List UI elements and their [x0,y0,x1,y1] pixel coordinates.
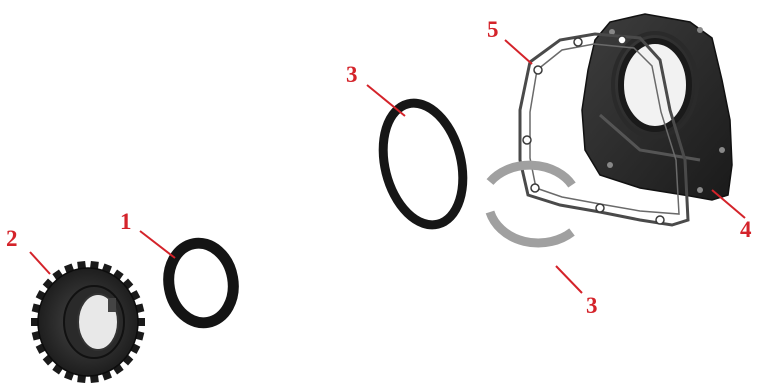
callout-1: 1 [120,210,132,233]
leader-line-3-upper [367,85,405,116]
callout-2: 2 [6,227,18,250]
callout-5: 5 [487,18,499,41]
callout-3-upper: 3 [346,63,358,86]
callout-4: 4 [740,218,752,241]
callout-3-lower: 3 [586,294,598,317]
leader-line-3-lower [556,266,582,293]
o-ring-large [371,95,475,234]
leader-line-2 [30,252,50,274]
crankshaft-gear [31,261,145,383]
leader-line-5 [505,40,532,64]
front-seal-small [163,238,240,328]
leader-line-1 [140,231,175,258]
rear-oil-seal-housing [582,14,732,200]
